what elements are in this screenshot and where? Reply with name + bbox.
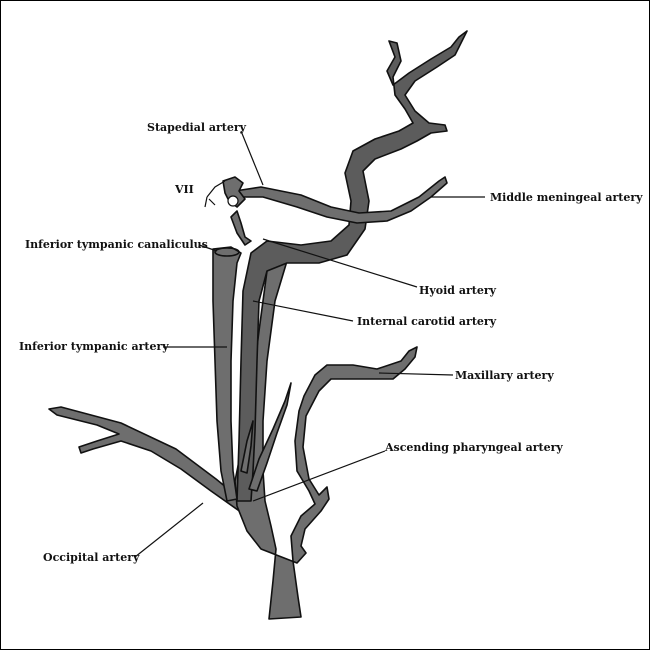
middle-meningeal-artery-vessel bbox=[234, 176, 448, 224]
label-middle-meningeal-artery: Middle meningeal artery bbox=[490, 191, 643, 204]
stapedial-artery-vessel bbox=[230, 210, 252, 246]
label-stapedial-artery: Stapedial artery bbox=[147, 121, 247, 134]
label-vii: VII bbox=[174, 183, 194, 196]
ascending-pharyngeal-branch-2 bbox=[240, 420, 254, 474]
canaliculus-ring bbox=[214, 247, 240, 257]
pointer-occipital bbox=[134, 502, 204, 558]
pointer-internal-carotid bbox=[252, 300, 354, 322]
stapes-ring bbox=[227, 195, 239, 207]
label-maxillary-artery: Maxillary artery bbox=[455, 369, 554, 382]
pointer-canaliculus bbox=[198, 244, 218, 252]
ascending-pharyngeal-branch bbox=[248, 382, 292, 492]
label-internal-carotid-artery: Internal carotid artery bbox=[357, 315, 497, 328]
pointer-maxillary bbox=[378, 372, 454, 376]
label-inferior-tympanic-artery: Inferior tympanic artery bbox=[19, 340, 169, 353]
facial-nerve-curl bbox=[204, 180, 226, 208]
label-hyoid-artery: Hyoid artery bbox=[419, 284, 497, 297]
label-inferior-tympanic-canaliculus: Inferior tympanic canaliculus bbox=[25, 238, 208, 251]
pointer-hyoid bbox=[262, 238, 418, 288]
occipital-artery bbox=[48, 406, 270, 530]
pointer-stapedial bbox=[240, 130, 264, 186]
pointer-ascending-pharyngeal bbox=[252, 450, 386, 502]
inferior-tympanic-artery bbox=[212, 246, 242, 502]
internal-carotid-artery bbox=[236, 30, 468, 502]
label-occipital-artery: Occipital artery bbox=[43, 551, 140, 564]
label-ascending-pharyngeal-artery: Ascending pharyngeal artery bbox=[384, 441, 563, 454]
